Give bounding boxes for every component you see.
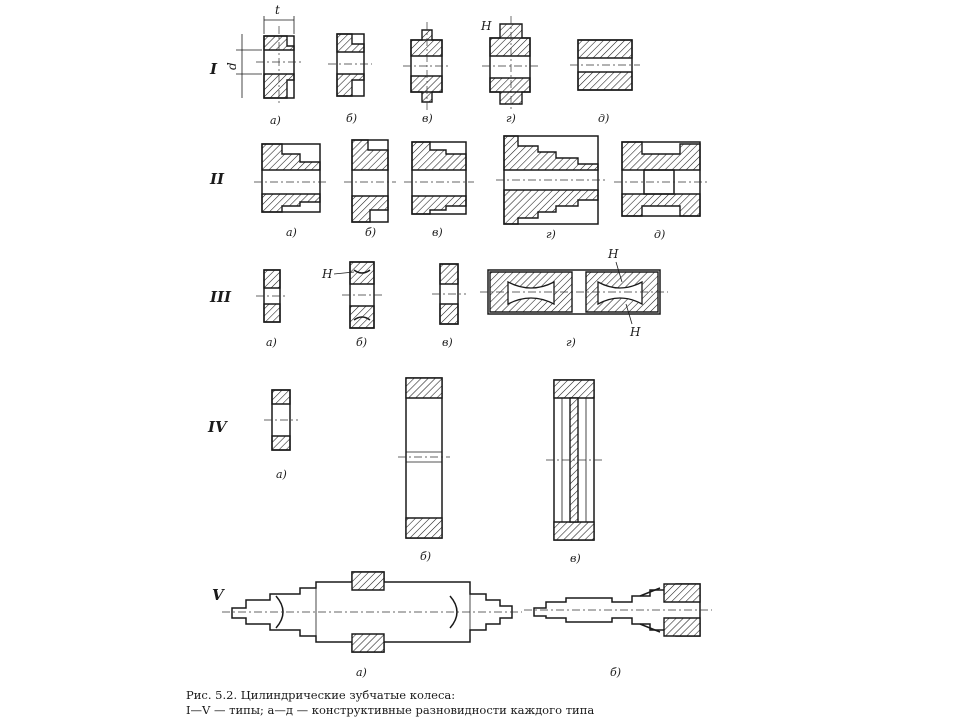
gear-III-g: H H г) [480,247,668,349]
figure-caption: Рис. 5.2. Цилиндрические зубчатые колеса… [186,688,946,718]
sub-label-III-g: г) [566,336,576,349]
caption-legend: I—V — типы; а—д — конструктивные разнови… [186,703,595,717]
caption-title: Рис. 5.2. Цилиндрические зубчатые колеса… [186,688,456,702]
sub-label-II-a: а) [286,226,297,239]
sub-label-IV-v: в) [570,552,581,565]
gear-II-d: д) [614,141,708,241]
sub-label-I-d: д) [598,112,609,125]
gear-shaft-V-b: б) [524,583,712,679]
row-label-III: III [209,288,232,306]
sub-label-I-b: б) [346,112,357,125]
gear-II-b: б) [344,139,396,239]
gear-III-b: H б) [321,261,382,349]
gear-II-v: в) [404,141,474,239]
gear-I-b: б) [328,33,372,125]
sub-label-V-a: а) [356,666,367,679]
row-label-II: II [209,170,225,188]
gear-III-a: а) [256,269,288,349]
dim-H-III-g-top: H [607,247,619,261]
gear-IV-v: в) [546,379,602,565]
dim-t: t [275,3,280,17]
gear-I-g: H г) [480,16,540,125]
sub-label-I-v: в) [422,112,433,125]
row-label-IV: IV [207,418,228,436]
gear-IV-b: б) [398,377,450,563]
dim-H-III-b: H [321,267,333,281]
dim-d: d [225,62,239,70]
sub-label-III-b: б) [356,336,367,349]
sub-label-III-a: а) [266,336,277,349]
sub-label-III-v: в) [442,336,453,349]
sub-label-IV-a: а) [276,468,287,481]
gear-I-v: в) [403,22,450,125]
sub-label-IV-b: б) [420,550,431,563]
sub-label-II-g: г) [546,228,556,241]
gear-II-a: а) [254,143,328,239]
gear-IV-a: а) [264,389,298,481]
dim-H-III-g-bottom: H [629,325,641,339]
sub-label-I-a: а) [270,114,281,127]
gear-I-d: д) [570,39,640,125]
gear-II-g: г) [496,135,606,241]
sub-label-V-b: б) [610,666,621,679]
sub-label-II-b: б) [365,226,376,239]
row-label-V: V [212,586,225,604]
sub-label-I-g: г) [506,112,516,125]
sub-label-II-d: д) [654,228,665,241]
gear-I-a: t d а) [225,3,302,127]
gear-III-v: в) [432,263,466,349]
sub-label-II-v: в) [432,226,443,239]
gear-shaft-V-a: а) [222,571,522,679]
row-label-I: I [209,60,218,78]
dim-H-I: H [480,19,492,33]
